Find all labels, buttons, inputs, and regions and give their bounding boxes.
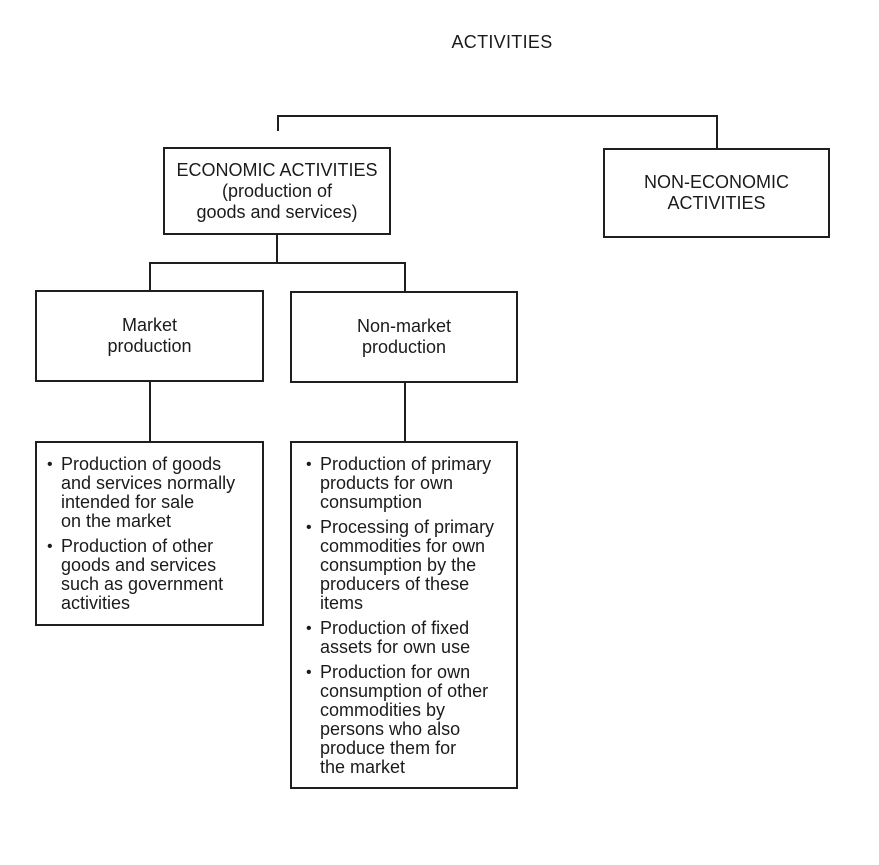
list-item: • Production of primary products for own… [306,455,512,512]
bullet-icon: • [47,456,53,473]
connector-market-up [149,262,151,290]
connector-nonmarket-up [404,262,406,291]
list-item: • Processing of primary commodities for … [306,518,512,613]
bullet-text: Production of goods and services normall… [61,454,236,531]
list-item: • Production for own consumption of othe… [306,663,512,777]
bullet-text: Production for own consumption of other … [320,662,489,777]
connector-mid-horizontal [149,262,406,264]
connector-top-right-vertical [716,115,718,148]
list-item: • Production of goods and services norma… [47,455,256,531]
bullet-icon: • [47,538,53,555]
node-non-market-production-details: • Production of primary products for own… [290,441,518,789]
node-economic-activities: ECONOMIC ACTIVITIES (production of goods… [163,147,391,235]
bullet-icon: • [306,664,312,681]
list-item: • Production of fixed assets for own use [306,619,512,657]
node-economic-activities-label: ECONOMIC ACTIVITIES (production of goods… [176,159,378,222]
node-non-economic-activities: NON-ECONOMIC ACTIVITIES [603,148,830,238]
list-item: • Production of other goods and services… [47,537,256,613]
bullet-text: Production of primary products for own c… [320,454,492,512]
node-market-production: Market production [35,290,264,382]
node-non-market-production: Non-market production [290,291,518,383]
diagram-title: ACTIVITIES [451,32,553,52]
connector-top-horizontal [277,115,718,117]
connector-economic-down [276,234,278,263]
node-market-production-label: Market production [107,315,192,356]
bullet-icon: • [306,519,312,536]
bullet-icon: • [306,620,312,637]
node-non-economic-activities-label: NON-ECONOMIC ACTIVITIES [644,172,789,213]
node-non-market-production-label: Non-market production [356,316,452,357]
node-market-production-details: • Production of goods and services norma… [35,441,264,626]
connector-top-left-stub [277,115,279,131]
bullet-text: Production of fixed assets for own use [320,618,471,657]
connector-nonmarket-to-details [404,382,406,441]
bullet-text: Processing of primary commodities for ow… [320,517,495,613]
connector-market-to-details [149,381,151,441]
bullet-icon: • [306,456,312,473]
bullet-text: Production of other goods and services s… [61,536,224,613]
